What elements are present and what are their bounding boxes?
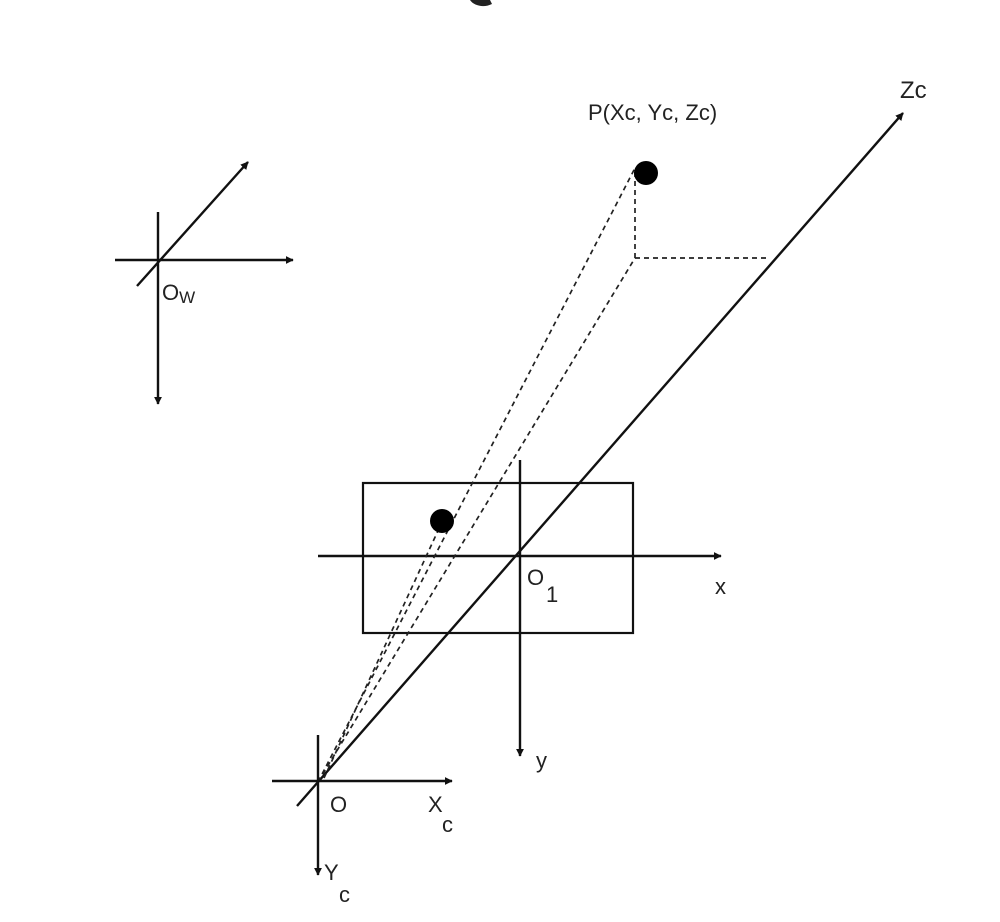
zc-axis-label: Zc [900,77,927,104]
camera-x-label: Xc [428,792,453,837]
camera-origin-label: O [330,792,347,817]
projection-ray-outer [317,167,636,783]
clipped-text-fragment [470,0,492,7]
camera-diagonal-stroke [296,781,319,807]
image-y-label: y [536,748,547,773]
world-point-p [634,161,658,185]
camera-y-label: Yc [324,860,350,907]
optical-axis-zc [317,112,904,783]
image-origin-label: O1 [527,565,558,607]
projection-ray-inner [317,257,636,783]
projection-ray-image-point [323,521,443,779]
world-origin-label: OW [162,280,195,307]
world-axes: OW [115,161,294,405]
image-x-label: x [715,574,726,599]
projection-lines [317,167,767,783]
camera-axes: O Xc Yc [272,735,453,907]
image-point-p [430,509,454,533]
image-plane [361,481,635,635]
point-p-label: P(Xc, Yc, Zc) [588,100,717,125]
world-depth-axis [136,161,249,287]
